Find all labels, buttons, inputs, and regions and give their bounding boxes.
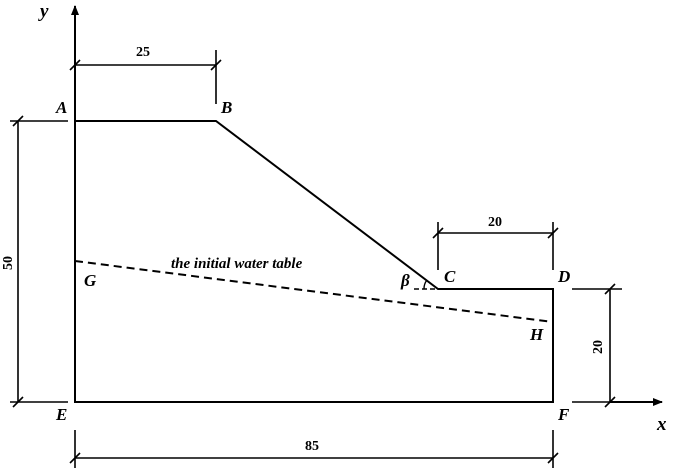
point-label-g: G — [84, 271, 97, 290]
y-axis-label: y — [38, 1, 49, 22]
dimension-right-height-label: 20 — [591, 340, 606, 354]
angle-beta-label: β — [400, 271, 410, 290]
water-table-label: the initial water table — [171, 256, 303, 272]
angle-arc — [423, 279, 428, 290]
dimension-right-height — [572, 283, 622, 408]
dimension-bottom-width-label: 85 — [305, 439, 319, 454]
dimension-total-height-label: 50 — [1, 256, 16, 270]
dimension-right-top-width — [432, 222, 559, 270]
point-label-f: F — [557, 405, 570, 424]
point-label-a: A — [55, 98, 67, 117]
point-label-c: C — [444, 267, 456, 286]
point-label-h: H — [529, 325, 544, 344]
dimension-right-top-width-label: 20 — [488, 215, 502, 230]
x-axis-label: x — [656, 414, 667, 435]
dimension-bottom-width — [69, 430, 559, 468]
dimension-top-width — [69, 50, 222, 112]
dimension-total-height — [10, 115, 68, 408]
point-label-b: B — [220, 98, 232, 117]
dimension-top-width-label: 25 — [136, 45, 150, 60]
water-table-line — [74, 260, 554, 323]
slope-outline — [74, 120, 554, 403]
point-label-d: D — [557, 267, 570, 286]
point-label-e: E — [55, 405, 67, 424]
